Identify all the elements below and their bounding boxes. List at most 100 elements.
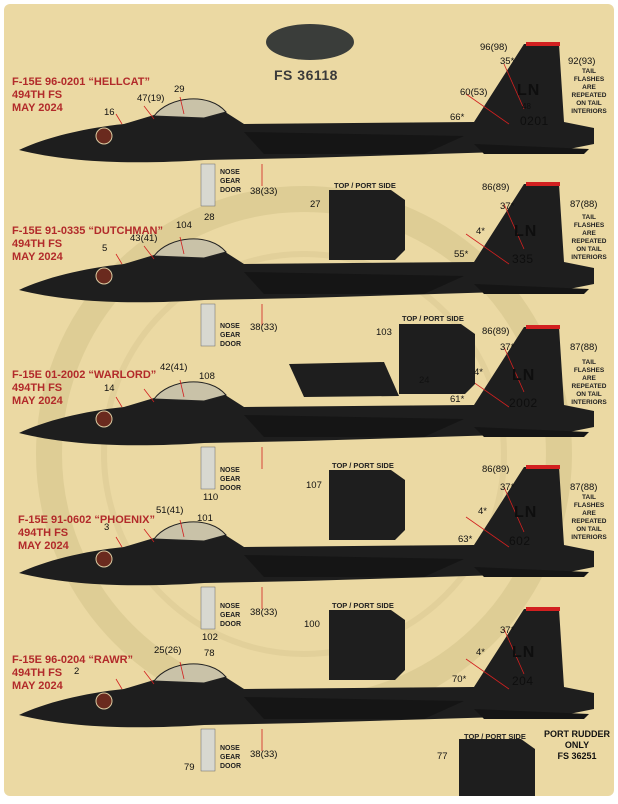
title-line: F-15E 91-0602 “PHOENIX” <box>18 514 155 526</box>
callout-label: 78 <box>204 648 215 659</box>
tail-flash <box>526 325 560 329</box>
title-line: MAY 2024 <box>12 102 63 114</box>
callout-label: 38(33) <box>250 607 278 618</box>
stabilator <box>474 709 589 719</box>
title-line: MAY 2024 <box>12 680 63 692</box>
callout-label: 101 <box>197 513 213 524</box>
leader-line <box>143 245 155 260</box>
leader-line <box>503 486 525 533</box>
canopy <box>153 521 227 542</box>
squadron-insignia <box>95 127 113 145</box>
callout-label: 100 <box>304 619 320 630</box>
callout-label: 38(33) <box>250 322 278 333</box>
callout-label: 104 <box>176 220 192 231</box>
leader-line <box>143 388 155 403</box>
leader-line <box>143 105 155 120</box>
leader-line <box>179 519 185 538</box>
callout-label: 102 <box>202 632 218 643</box>
callout-label: 4* <box>476 647 485 658</box>
callout-label: 103 <box>376 327 392 338</box>
callout-label: 96(98) <box>480 42 508 53</box>
view-label: TOP / PORT SIDE <box>402 314 464 323</box>
callout-label: 37* <box>500 482 515 493</box>
fuselage <box>19 44 594 163</box>
f15e-profile <box>19 325 594 490</box>
callout-label: 92(93) <box>568 56 596 67</box>
f15e-profile <box>19 465 594 630</box>
tail-serial: 204 <box>512 674 534 688</box>
side-panel-part <box>399 324 475 394</box>
leader-line <box>465 658 510 690</box>
stabilator <box>474 567 589 577</box>
gear-line: NOSE <box>220 323 240 330</box>
gear-line: GEAR <box>220 476 241 483</box>
callout-label: 38(33) <box>250 186 278 197</box>
leader-line <box>115 113 123 125</box>
intake-wing <box>244 697 464 719</box>
stabilator <box>474 144 589 154</box>
note-line: ARE REPEATED <box>571 510 607 525</box>
squadron-insignia <box>95 267 113 285</box>
tail-serial: 0201 <box>520 114 549 128</box>
tail-serial: 602 <box>509 534 531 548</box>
callout-label: 86(89) <box>482 182 510 193</box>
view-label: TOP / PORT SIDE <box>332 461 394 470</box>
note-line: INTERIORS <box>571 534 607 541</box>
decal-sheet: FS 36118 F-15E 96-0201 “HELLCAT” 494TH F… <box>4 4 614 796</box>
canopy <box>153 98 227 119</box>
fuselage <box>19 609 594 728</box>
fuselage <box>19 327 594 446</box>
callout-label: 4* <box>478 506 487 517</box>
detail-parts <box>289 190 535 796</box>
callout-label: 27 <box>310 199 321 210</box>
gear-line: GEAR <box>220 178 241 185</box>
title-line: F-15E 96-0201 “HELLCAT” <box>12 76 150 88</box>
leader-line <box>179 379 185 398</box>
callout-label: 4* <box>474 367 483 378</box>
note-line: INTERIORS <box>571 254 607 261</box>
f15e-profile <box>19 182 594 347</box>
callout-label: 47(19) <box>137 93 165 104</box>
profile-title-rawr: F-15E 96-0204 “RAWR” 494TH FS MAY 2024 <box>12 654 133 693</box>
note-line: FLASHES <box>573 502 605 509</box>
gear-line: DOOR <box>220 187 241 194</box>
nose-gear-door-label: NOSE GEAR DOOR <box>220 466 241 493</box>
note-line: FLASHES <box>573 76 605 83</box>
note-line: ON TAIL <box>576 391 602 398</box>
leader-line <box>465 516 510 548</box>
tail-serial: 2002 <box>509 396 538 410</box>
dorsal-panel-part <box>289 362 399 397</box>
gear-line: GEAR <box>220 612 241 619</box>
tail-code: LN <box>514 504 538 521</box>
stabilator <box>474 284 589 294</box>
tail-code: LN <box>512 367 536 384</box>
callout-label: 63* <box>458 534 473 545</box>
stabilator <box>474 427 589 437</box>
leader-line <box>465 93 510 125</box>
title-line: F-15E 01-2002 “WARLORD” <box>12 369 157 381</box>
note-line: ON TAIL <box>576 100 602 107</box>
tail-flash <box>526 607 560 611</box>
callout-label: 42(41) <box>160 362 188 373</box>
side-panel-part <box>329 610 405 680</box>
callout-label: 37* <box>500 201 515 212</box>
callout-label: 70* <box>452 674 467 685</box>
title-line: 494TH FS <box>12 382 63 394</box>
tail-flash-note: TAIL FLASHES ARE REPEATED ON TAIL INTERI… <box>564 68 614 116</box>
color-swatch <box>266 24 354 60</box>
callout-label: 66* <box>450 112 465 123</box>
title-line: F-15E 91-0335 “DUTCHMAN” <box>12 225 163 237</box>
callout-label: 35* <box>500 56 515 67</box>
port-rudder-note: PORT RUDDER ONLY FS 36251 <box>544 729 610 762</box>
nose-gear-door-decal <box>200 728 216 772</box>
leader-line <box>465 233 510 265</box>
note-line: INTERIORS <box>571 108 607 115</box>
gear-line: NOSE <box>220 169 240 176</box>
gear-line: GEAR <box>220 332 241 339</box>
callout-label: 29 <box>174 84 185 95</box>
tail-sub-serial: 48 <box>522 102 531 111</box>
leader-line <box>179 236 185 255</box>
squadron-insignia <box>95 410 113 428</box>
tail-serial: 335 <box>512 252 534 266</box>
profile-title-warlord: F-15E 01-2002 “WARLORD” 494TH FS MAY 202… <box>12 369 156 408</box>
